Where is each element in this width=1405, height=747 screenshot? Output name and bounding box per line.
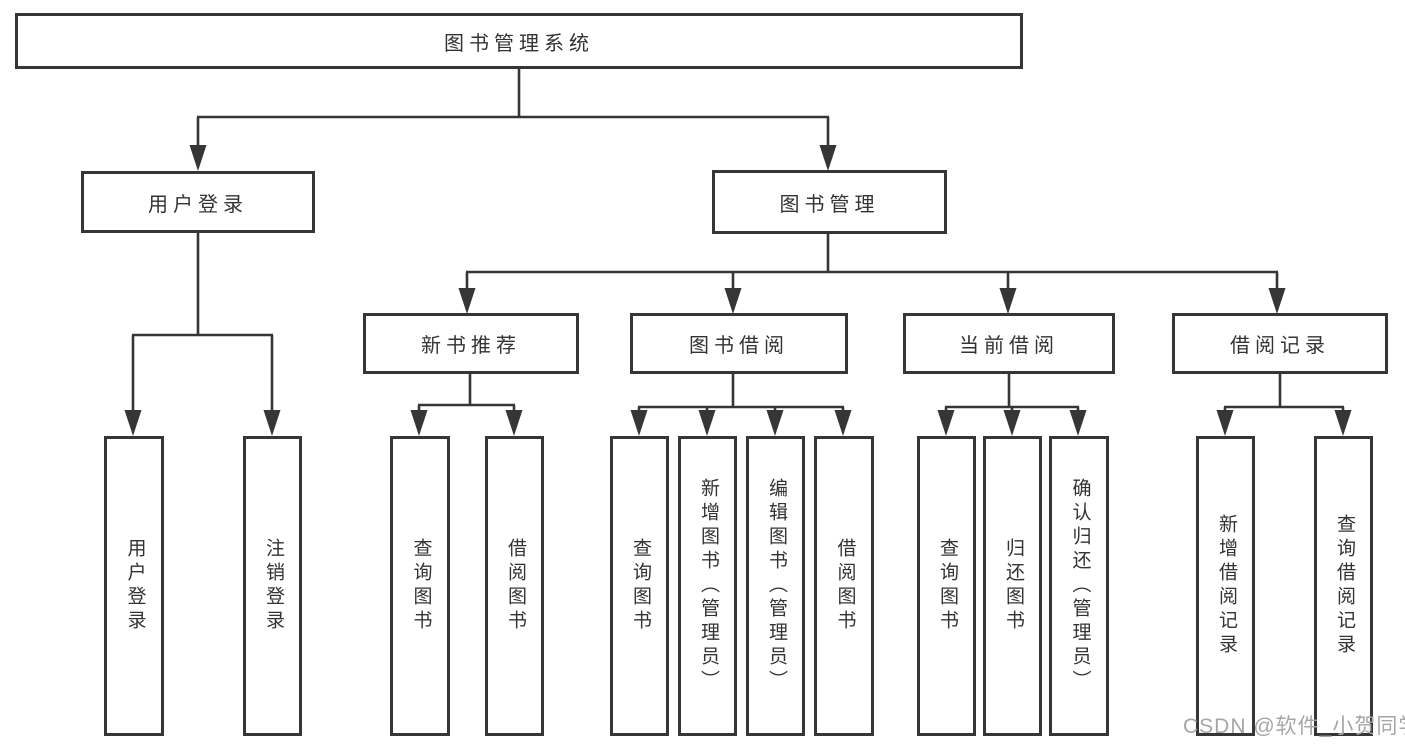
leaf-logout-label: 注销登录 [262, 538, 284, 634]
leaf-current-confirm-return-label: 确认归还（管理员） [1069, 478, 1091, 694]
leaf-recommend-query-books: 查询图书 [390, 436, 450, 736]
connector-borrowing-children [630, 373, 852, 436]
node-library-system-label: 图书管理系统 [444, 32, 594, 55]
connector-recommend-children [410, 373, 523, 436]
leaf-recommend-borrow-books-label: 借阅图书 [504, 538, 526, 634]
node-current-borrowing: 当前借阅 [903, 313, 1115, 374]
leaf-current-return-books: 归还图书 [983, 436, 1042, 736]
leaf-borrowing-query-books: 查询图书 [610, 436, 669, 736]
node-library-system: 图书管理系统 [15, 13, 1023, 69]
leaf-records-query-record: 查询借阅记录 [1314, 436, 1373, 736]
connector-root-to-level2 [189, 68, 837, 171]
leaf-current-return-books-label: 归还图书 [1002, 538, 1024, 634]
connector-records-children [1216, 373, 1352, 436]
leaf-user-login-label: 用户登录 [124, 538, 146, 634]
leaf-borrowing-query-books-label: 查询图书 [629, 538, 651, 634]
connector-current-children [937, 373, 1087, 436]
node-current-borrowing-label: 当前借阅 [959, 335, 1059, 357]
node-new-book-recommend-label: 新书推荐 [421, 335, 521, 357]
leaf-borrowing-add-books: 新增图书（管理员） [678, 436, 737, 736]
connector-book-management-children [458, 234, 1286, 314]
node-book-management-label: 图书管理 [779, 193, 880, 216]
leaf-borrowing-borrow-books: 借阅图书 [814, 436, 874, 736]
leaf-recommend-query-books-label: 查询图书 [410, 538, 432, 634]
leaf-records-add-record-label: 新增借阅记录 [1215, 514, 1237, 658]
leaf-borrowing-add-books-label: 新增图书（管理员） [697, 478, 719, 694]
leaf-logout: 注销登录 [243, 436, 302, 736]
leaf-recommend-borrow-books: 借阅图书 [485, 436, 544, 736]
node-borrowing-records: 借阅记录 [1172, 313, 1388, 374]
leaf-current-query-books: 查询图书 [917, 436, 976, 736]
node-book-management: 图书管理 [712, 170, 947, 234]
node-user-login: 用户登录 [81, 171, 315, 233]
leaf-borrowing-borrow-books-label: 借阅图书 [834, 538, 856, 634]
node-book-borrowing: 图书借阅 [630, 313, 848, 374]
node-new-book-recommend: 新书推荐 [363, 313, 579, 374]
node-borrowing-records-label: 借阅记录 [1230, 335, 1330, 357]
leaf-current-confirm-return: 确认归还（管理员） [1049, 436, 1109, 736]
node-book-borrowing-label: 图书借阅 [689, 335, 789, 357]
leaf-borrowing-edit-books-label: 编辑图书（管理员） [765, 478, 787, 694]
csdn-watermark: CSDN @软件_小贺同学 [1183, 715, 1405, 738]
leaf-borrowing-edit-books: 编辑图书（管理员） [746, 436, 805, 736]
leaf-records-add-record: 新增借阅记录 [1196, 436, 1255, 736]
connector-user-login-children [124, 232, 281, 436]
leaf-current-query-books-label: 查询图书 [936, 538, 958, 634]
leaf-user-login: 用户登录 [104, 436, 164, 736]
leaf-records-query-record-label: 查询借阅记录 [1333, 514, 1355, 658]
node-user-login-label: 用户登录 [148, 193, 248, 216]
